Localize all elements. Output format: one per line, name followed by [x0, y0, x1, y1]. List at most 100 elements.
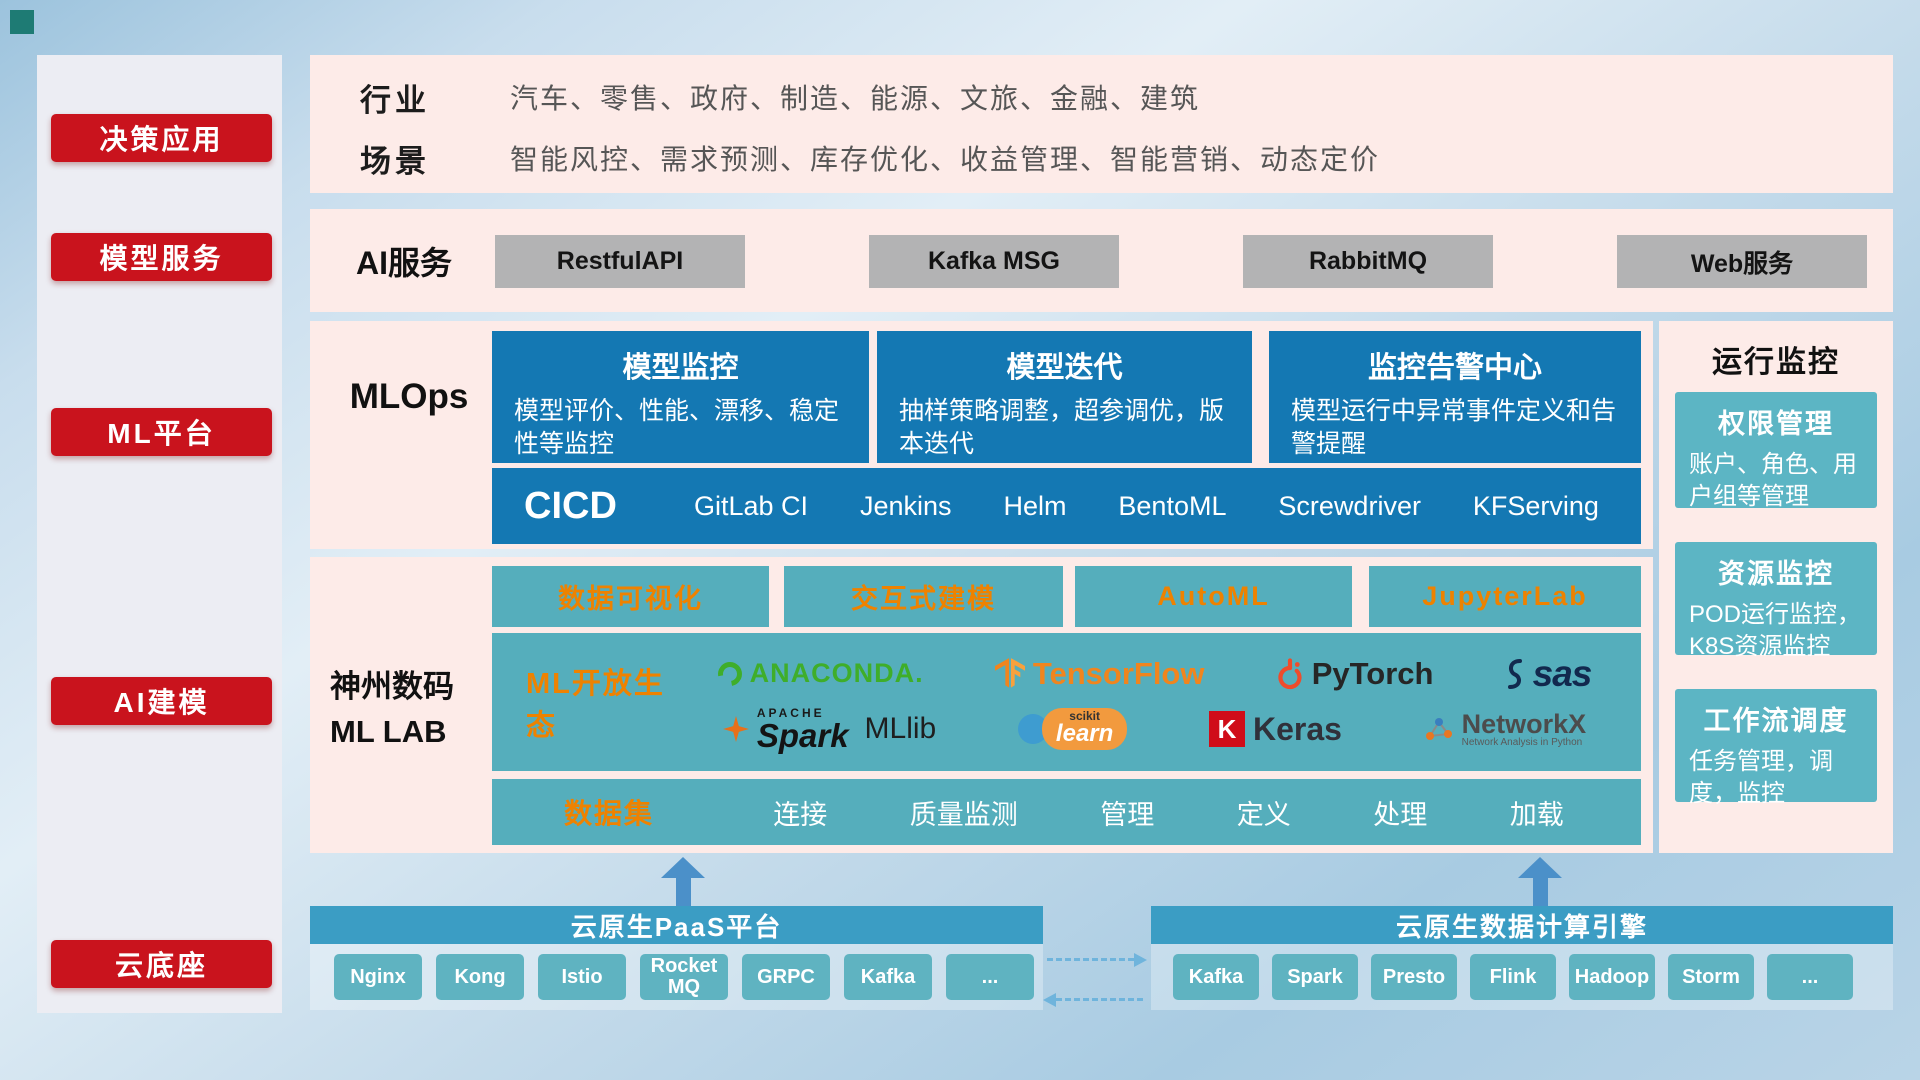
- dataset-process: 处理: [1373, 799, 1428, 830]
- engine-kafka: Kafka: [1173, 954, 1259, 1000]
- permission-management-card: 权限管理 账户、角色、用户组等管理: [1675, 392, 1877, 510]
- industry-line: 行业 汽车、零售、政府、制造、能源、文旅、金融、建筑: [360, 75, 1893, 120]
- dataset-label: 数据集: [564, 798, 655, 829]
- card-title: 权限管理: [1718, 409, 1834, 439]
- data-engine-header: 云原生数据计算引擎: [1151, 906, 1893, 944]
- mlops-label: MLOps: [349, 377, 469, 416]
- ecosystem-label: ML开放生态: [526, 668, 665, 742]
- spark-wordmark: APACHE Spark: [757, 707, 849, 752]
- category-model-service: 模型服务: [51, 233, 272, 281]
- industry-scenario-panel: 行业 汽车、零售、政府、制造、能源、文旅、金融、建筑 场景 智能风控、需求预测、…: [310, 55, 1893, 193]
- tool-data-visualization: 数据可视化: [492, 566, 769, 627]
- engine-presto: Presto: [1371, 954, 1457, 1000]
- keras-logo: K Keras: [1208, 710, 1342, 748]
- ml-lab-panel: 神州数码 ML LAB 数据可视化 交互式建模 AutoML JupyterLa…: [310, 557, 1653, 853]
- workflow-scheduling-card: 工作流调度 任务管理，调度，监控: [1675, 689, 1877, 807]
- paas-platform-header: 云原生PaaS平台: [310, 906, 1043, 944]
- category-ml-platform: ML平台: [51, 408, 272, 456]
- sas-logo: sas: [1505, 653, 1592, 695]
- scenario-list: 智能风控、需求预测、库存优化、收益管理、智能营销、动态定价: [510, 144, 1381, 175]
- paas-rocketmq: RocketMQ: [640, 954, 728, 1000]
- cicd-jenkins: Jenkins: [859, 490, 952, 521]
- spark-star-icon: [722, 716, 749, 742]
- ml-lab-label: 神州数码 ML LAB: [324, 557, 489, 853]
- resource-monitoring-card: 资源监控 POD运行监控，K8S资源监控: [1675, 542, 1877, 660]
- dataset-define: 定义: [1236, 799, 1291, 830]
- dataset-bar: 数据集 连接 质量监测 管理 定义 处理 加载: [492, 779, 1641, 845]
- cicd-gitlab-ci: GitLab CI: [693, 490, 809, 521]
- tensorflow-logo: TensorFlow: [994, 656, 1204, 692]
- runtime-monitoring-title: 运行监控: [1712, 346, 1840, 379]
- dataset-load: 加载: [1509, 799, 1564, 830]
- dataset-connect: 连接: [773, 799, 828, 830]
- keras-icon: K: [1208, 711, 1245, 747]
- category-decision-apps: 决策应用: [51, 114, 272, 162]
- paas-more: ...: [946, 954, 1034, 1000]
- card-desc: 账户、角色、用户组等管理: [1689, 451, 1857, 510]
- ml-open-ecosystem-box: ML开放生态 ANACONDA. TensorFlow: [492, 633, 1641, 771]
- tool-automl: AutoML: [1075, 566, 1352, 627]
- paas-platform-strip: Nginx Kong Istio RocketMQ GRPC Kafka ...: [310, 944, 1043, 1010]
- tool-jupyterlab: JupyterLab: [1369, 566, 1641, 627]
- pytorch-logo: PyTorch: [1276, 656, 1433, 692]
- apache-caption: APACHE: [756, 705, 825, 720]
- ecosystem-logos-row-2: APACHE Spark MLlib scikit learn: [682, 707, 1627, 752]
- scikit-learn-blob: scikit learn: [1041, 708, 1128, 750]
- industry-list: 汽车、零售、政府、制造、能源、文旅、金融、建筑: [510, 83, 1201, 114]
- tensorflow-icon: [994, 657, 1025, 688]
- paas-istio: Istio: [538, 954, 626, 1000]
- cicd-screwdriver: Screwdriver: [1278, 490, 1421, 521]
- dataset-items: 连接 质量监测 管理 定义 处理 加载: [732, 793, 1641, 832]
- category-ai-modeling: AI建模: [51, 677, 272, 725]
- up-arrow-paas-icon: [661, 857, 705, 907]
- scikit-caption: scikit: [1069, 709, 1100, 723]
- mllib-text: MLlib: [864, 712, 937, 745]
- model-monitoring-card: 模型监控 模型评价、性能、漂移、稳定性等监控: [492, 331, 869, 463]
- scikit-learn-logo: scikit learn: [1017, 708, 1128, 750]
- dashed-arrow-left-icon: [1043, 993, 1143, 1007]
- card-title: 监控告警中心: [1367, 352, 1542, 384]
- dashed-arrow-right-icon: [1047, 953, 1147, 967]
- engine-hadoop: Hadoop: [1569, 954, 1655, 1000]
- engine-more: ...: [1767, 954, 1853, 1000]
- networkx-text: NetworkX: [1461, 708, 1587, 739]
- alert-center-card: 监控告警中心 模型运行中异常事件定义和告警提醒: [1269, 331, 1641, 463]
- ai-service-label: AI服务: [356, 244, 453, 281]
- engine-spark: Spark: [1272, 954, 1358, 1000]
- mlops-panel: MLOps 模型监控 模型评价、性能、漂移、稳定性等监控 模型迭代 抽样策略调整…: [310, 321, 1653, 549]
- ecosystem-logos-row-1: ANACONDA. TensorFlow: [682, 653, 1627, 695]
- scenario-line: 场景 智能风控、需求预测、库存优化、收益管理、智能营销、动态定价: [360, 136, 1893, 181]
- keras-wordmark: Keras: [1252, 710, 1342, 747]
- card-title: 资源监控: [1718, 559, 1834, 589]
- networkx-logo: NetworkX Network Analysis in Python: [1424, 708, 1587, 749]
- card-desc: 模型评价、性能、漂移、稳定性等监控: [514, 397, 840, 458]
- spark-mllib-logo: APACHE Spark MLlib: [722, 707, 937, 752]
- sas-wordmark: sas: [1532, 652, 1593, 694]
- engine-storm: Storm: [1668, 954, 1754, 1000]
- corner-decoration: [10, 10, 34, 34]
- cicd-items: GitLab CI Jenkins Helm BentoML Screwdriv…: [668, 491, 1641, 522]
- ecosystem-logos: ANACONDA. TensorFlow: [682, 653, 1641, 752]
- sas-icon: [1507, 658, 1522, 689]
- ml-lab-label-line1: 神州数码: [330, 668, 454, 704]
- cicd-bar: CICD GitLab CI Jenkins Helm BentoML Scre…: [492, 468, 1641, 544]
- cicd-label: CICD: [524, 484, 617, 527]
- service-restfulapi: RestfulAPI: [495, 235, 745, 288]
- service-rabbitmq: RabbitMQ: [1243, 235, 1493, 288]
- keras-letter: K: [1217, 713, 1237, 744]
- up-arrow-engine-icon: [1518, 857, 1562, 907]
- cicd-helm: Helm: [1003, 490, 1067, 521]
- service-web: Web服务: [1617, 235, 1867, 288]
- card-title: 模型监控: [622, 352, 739, 384]
- paas-nginx: Nginx: [334, 954, 422, 1000]
- pytorch-icon: [1278, 657, 1302, 689]
- dataset-manage: 管理: [1100, 799, 1155, 830]
- paas-grpc: GRPC: [742, 954, 830, 1000]
- card-title: 工作流调度: [1703, 706, 1849, 736]
- networkx-icon: [1425, 718, 1452, 740]
- card-desc: 模型运行中异常事件定义和告警提醒: [1291, 397, 1617, 458]
- anaconda-logo: ANACONDA.: [712, 656, 924, 691]
- model-iteration-card: 模型迭代 抽样策略调整，超参调优，版本迭代: [877, 331, 1252, 463]
- networkx-wordmark: NetworkX Network Analysis in Python: [1461, 708, 1587, 749]
